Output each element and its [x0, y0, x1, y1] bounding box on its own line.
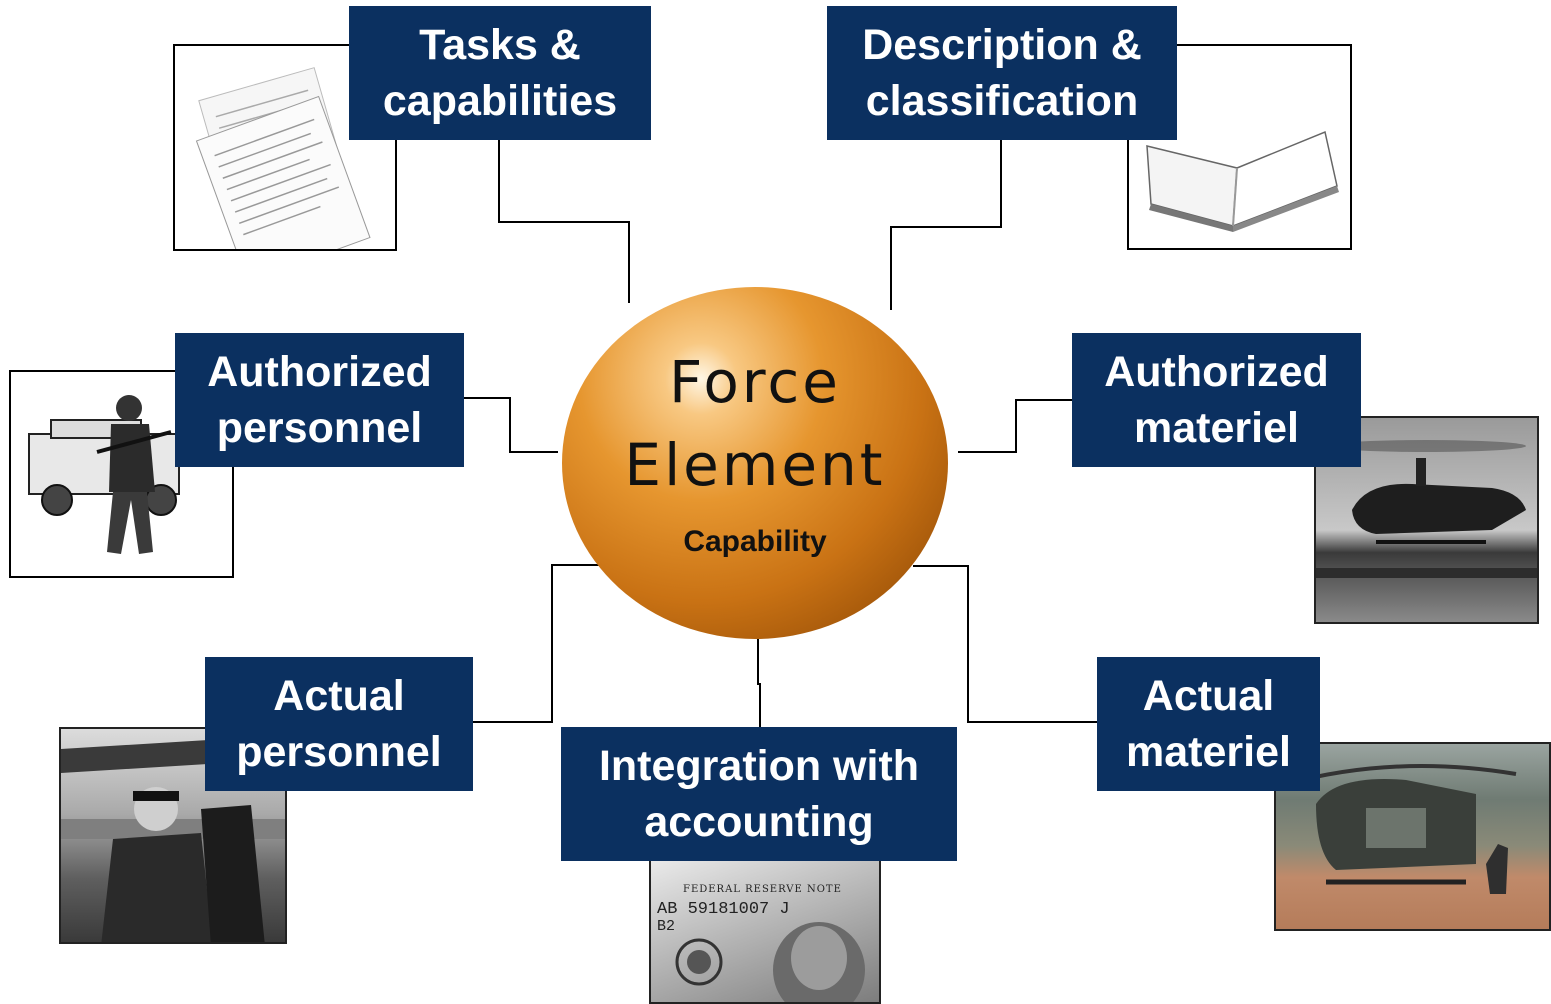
banknote-serial: AB 59181007 J	[657, 900, 790, 919]
banknote-image: FEDERAL RESERVE NOTE AB 59181007 J B2	[649, 858, 881, 1004]
force-element-sphere: Force Element Capability	[562, 287, 948, 639]
connector-integration	[757, 637, 761, 727]
connector-auth-personnel	[463, 397, 558, 453]
book-image	[1127, 44, 1352, 250]
sphere-title-line1: Force	[669, 348, 841, 416]
connector-description	[890, 140, 1002, 310]
banknote-code: B2	[657, 918, 676, 935]
connector-auth-materiel	[958, 399, 1072, 453]
label-integration-accounting: Integration with accounting	[561, 727, 957, 861]
label-actual-materiel: Actual materiel	[1097, 657, 1320, 791]
documents-image	[173, 44, 397, 251]
label-description-classification: Description & classification	[827, 6, 1177, 140]
label-tasks-capabilities: Tasks & capabilities	[349, 6, 651, 140]
connector-actual-personnel	[473, 564, 611, 723]
helicopter-field-image	[1274, 742, 1551, 931]
sphere-title-line2: Element	[624, 431, 886, 499]
connector-tasks	[498, 140, 630, 303]
label-actual-personnel: Actual personnel	[205, 657, 473, 791]
label-authorized-personnel: Authorized personnel	[175, 333, 464, 467]
label-authorized-materiel: Authorized materiel	[1072, 333, 1361, 467]
boat-crew-image	[59, 727, 287, 944]
sphere-subtitle: Capability	[683, 525, 827, 558]
banknote-header: FEDERAL RESERVE NOTE	[683, 884, 842, 895]
connector-actual-materiel	[913, 565, 1097, 723]
